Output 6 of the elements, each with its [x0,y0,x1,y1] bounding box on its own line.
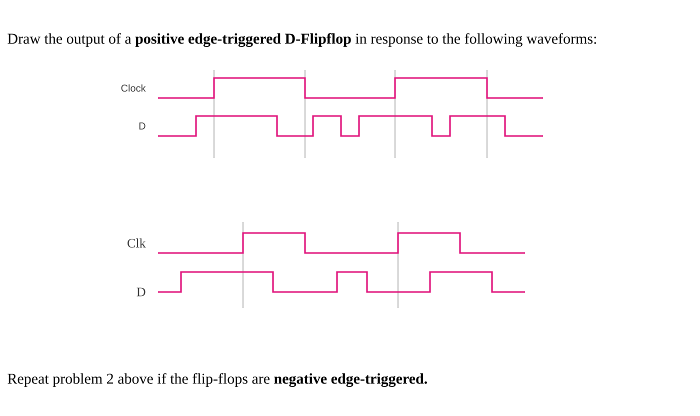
signal-label: Clk [128,238,146,248]
signal-label: D [136,288,146,296]
signal-label: Clock [121,84,146,92]
signal-label: D [139,122,146,130]
caption: Repeat problem 2 above if the flip-flops are negative edge-triggered. [8,373,427,387]
diagram-title: Draw the output of a positive edge-triggered D-Flipflop in response to the following waveforms: [8,33,596,47]
